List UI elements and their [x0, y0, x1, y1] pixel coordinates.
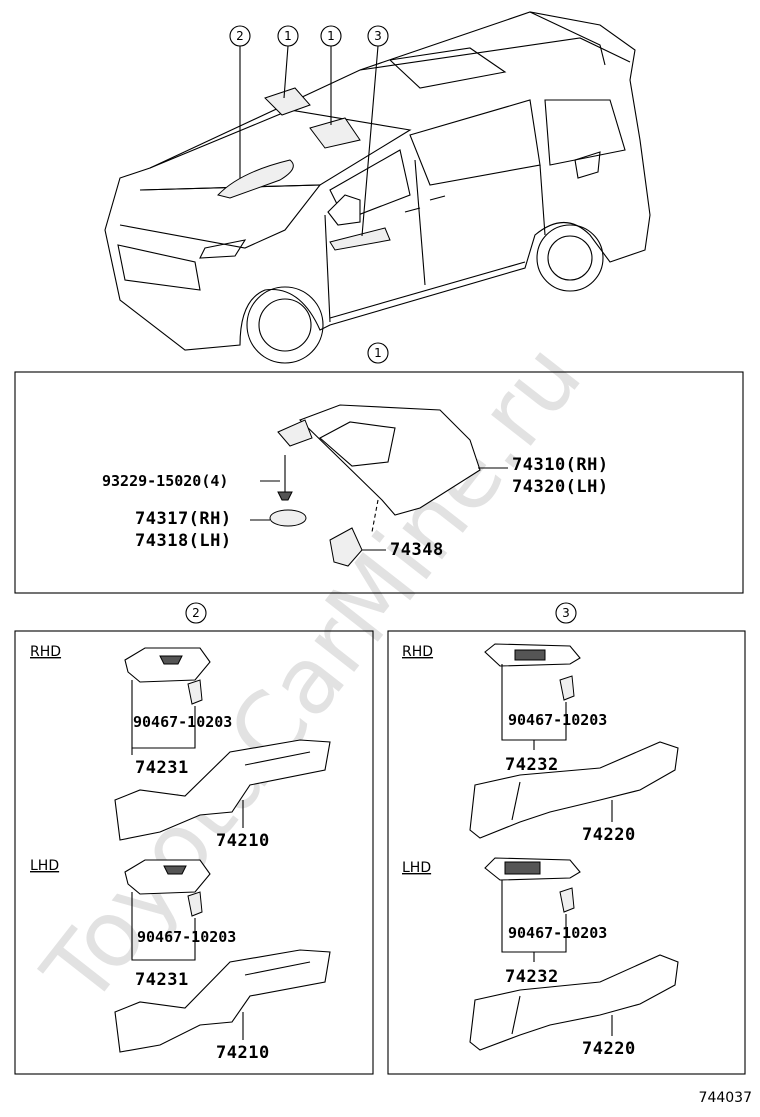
callout-2: 2 [236, 29, 244, 43]
rear-rhd-armrest [469, 741, 679, 839]
visor-holder [269, 509, 307, 527]
section-visor-frame [14, 371, 744, 594]
front-lhd-armrest-label: 74210 [216, 1043, 270, 1063]
label-holder-lh: 74318(LH) [135, 531, 232, 551]
rear-rhd-heading: RHD [402, 644, 433, 660]
front-lhd-clip-label: 90467-10203 [137, 928, 236, 946]
rear-rhd-clip [559, 675, 575, 701]
front-lhd-base-label: 74231 [135, 970, 189, 990]
front-rhd-clip-label: 90467-10203 [133, 713, 232, 731]
screw-head [277, 491, 293, 501]
rear-rhd-clip-label: 90467-10203 [508, 711, 607, 729]
rear-lhd-clip-label: 90467-10203 [508, 924, 607, 942]
label-visor-lh: 74320(LH) [512, 477, 609, 497]
vehicle-overview [104, 11, 651, 364]
rear-rhd-base-label: 74232 [505, 755, 559, 775]
label-clip: 74348 [390, 540, 444, 560]
rear-lhd-armrest [469, 954, 679, 1051]
front-lhd-armrest [114, 949, 331, 1053]
front-lhd-clip [187, 891, 203, 917]
front-lhd-base [124, 859, 211, 895]
section-rear-frame [387, 630, 746, 1075]
section-front-marker: 2 [192, 606, 200, 620]
section-visor-marker: 1 [374, 346, 382, 360]
diagram-number: 744037 [699, 1090, 752, 1106]
front-rhd-armrest [114, 739, 331, 841]
front-rhd-base-label: 74231 [135, 758, 189, 778]
section-rear-door: 3 RHD 90467-10203 74232 74220 LHD 90467-… [387, 602, 746, 1075]
section-visor: 1 93229-15020(4) 74310(RH) 74320(LH) 743… [14, 342, 744, 594]
section-front-frame [14, 630, 374, 1075]
section-front-door: 2 RHD 90467-10203 74231 74210 LHD 90467-… [14, 602, 374, 1075]
callout-1a: 1 [284, 29, 292, 43]
front-rhd-armrest-label: 74210 [216, 831, 270, 851]
front-lhd-heading: LHD [30, 858, 59, 874]
label-holder-rh: 74317(RH) [135, 509, 232, 529]
overview-callouts: 2 1 1 3 [229, 25, 389, 237]
visor-clip [329, 527, 363, 567]
rear-lhd-heading: LHD [402, 860, 431, 876]
front-rhd-heading: RHD [30, 644, 61, 660]
label-screw: 93229-15020(4) [102, 472, 228, 490]
rear-rhd-armrest-label: 74220 [582, 825, 636, 845]
rear-lhd-base-label: 74232 [505, 967, 559, 987]
rear-lhd-armrest-label: 74220 [582, 1039, 636, 1059]
front-rhd-clip [187, 679, 203, 705]
front-rhd-base [124, 647, 211, 683]
label-visor-rh: 74310(RH) [512, 455, 609, 475]
rear-lhd-clip [559, 887, 575, 913]
section-rear-marker: 3 [562, 606, 570, 620]
callout-1b: 1 [327, 29, 335, 43]
sun-visor [298, 404, 481, 516]
callout-3: 3 [374, 29, 382, 43]
